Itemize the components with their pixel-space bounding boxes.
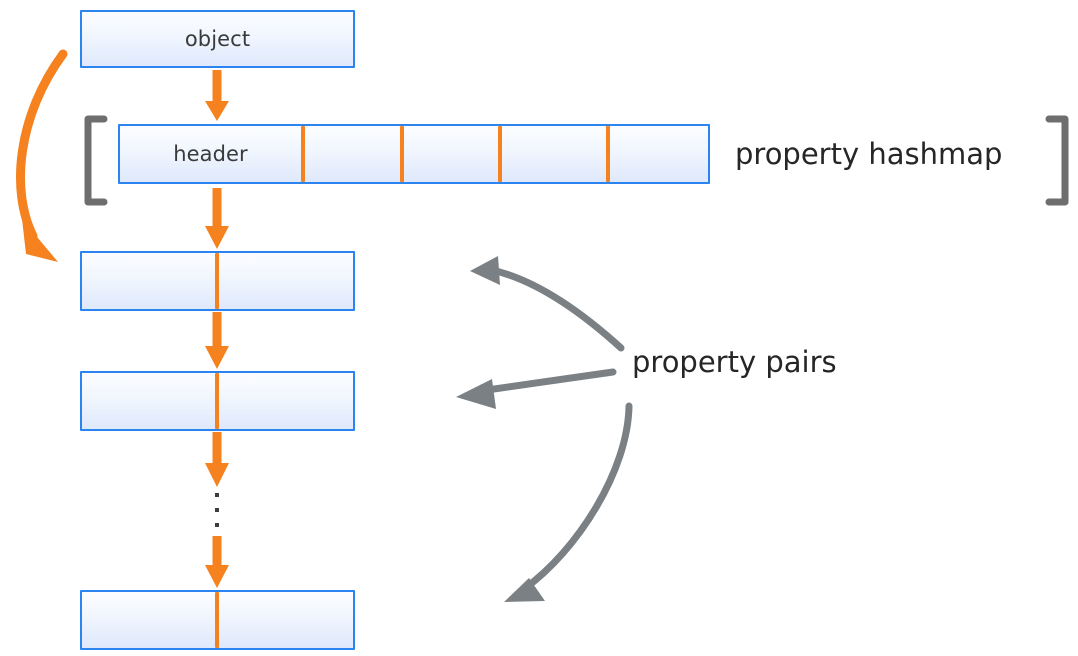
object-box — [80, 10, 355, 68]
orange-arrow-ellipsis-to-pair-last — [205, 536, 229, 588]
orange-arrow-pair-2-to-ellipsis — [205, 432, 229, 487]
ellipsis-dots — [215, 493, 221, 533]
header-cell-tick-2 — [400, 126, 404, 182]
property-pair-tick-last — [215, 592, 219, 648]
left-bracket — [84, 115, 108, 206]
object-box-label: object — [184, 27, 251, 51]
ellipsis-dot-3 — [215, 523, 219, 527]
orange-arrow-header-to-pair-1 — [205, 188, 229, 249]
header-cell-label: header — [173, 142, 248, 166]
header-cell-tick-1 — [301, 126, 305, 182]
orange-arrow-pair-1-to-pair-2 — [205, 312, 229, 369]
property-pair-tick-2 — [215, 373, 219, 429]
header-row-box — [118, 124, 710, 184]
gray-arrow-to-pair-1 — [470, 256, 625, 352]
ellipsis-dot-2 — [215, 508, 219, 512]
ellipsis-dot-1 — [215, 493, 219, 497]
property-pair-tick-1 — [215, 253, 219, 309]
gray-arrow-to-pair-last — [504, 402, 633, 602]
property-hashmap-label: property hashmap — [735, 137, 1003, 171]
property-pairs-label: property pairs — [632, 345, 837, 379]
orange-curved-arrow-object-to-pairs — [16, 49, 68, 262]
gray-arrow-to-pair-2 — [456, 368, 617, 409]
header-cell-tick-4 — [606, 126, 610, 182]
header-cell-tick-3 — [498, 126, 502, 182]
orange-arrow-object-to-header — [205, 70, 229, 121]
right-bracket — [1045, 115, 1069, 206]
